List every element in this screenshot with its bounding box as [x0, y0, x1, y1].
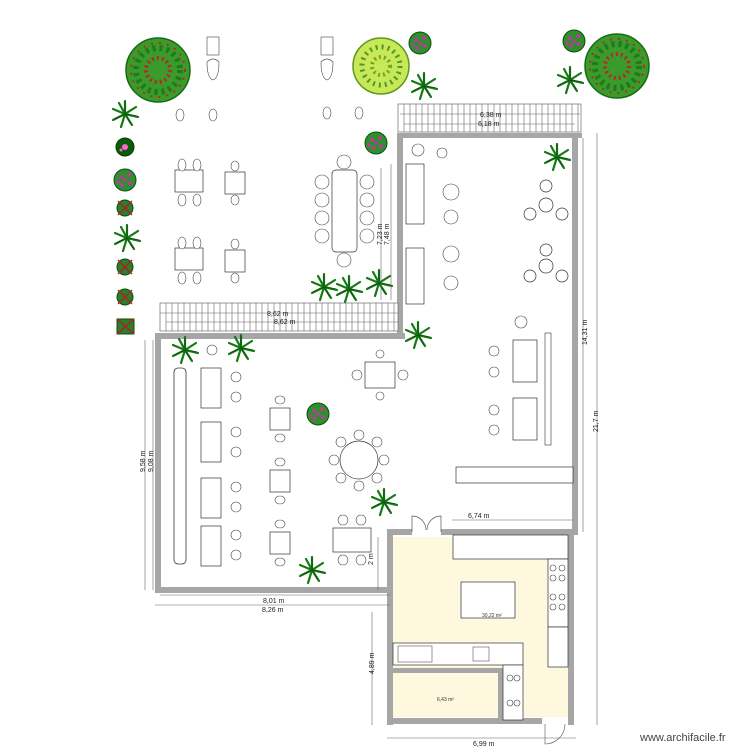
dim-room-h2: 7,48 m — [384, 223, 391, 245]
dim-counter-len: 6,74 m — [468, 513, 490, 520]
area-storage: 6,43 m² — [437, 697, 454, 703]
walls — [155, 133, 582, 725]
dim-left-inner: 9,08 m — [148, 450, 155, 472]
area-kitchen: 30,22 m² — [482, 613, 502, 619]
dim-step-inner: 8,62 m — [274, 319, 296, 326]
kitchen-equipment — [392, 534, 569, 745]
dim-bottom-outer: 8,26 m — [262, 607, 284, 614]
dim-right-inner: 14,31 m — [582, 320, 589, 345]
terrace-top — [397, 103, 582, 133]
dim-kitchen-h: 4,89 m — [369, 652, 376, 674]
upper-room-furniture — [404, 142, 574, 484]
outdoor-furniture — [174, 36, 375, 285]
watermark: www.archifacile.fr — [639, 732, 726, 744]
dead-plant-icon — [116, 318, 135, 335]
dim-kitchen-w: 6,99 m — [473, 741, 495, 748]
dimension-lines — [144, 113, 598, 739]
dim-terrace-inner: 6,18 m — [478, 121, 500, 128]
dim-right-outer: 21,7 m — [593, 410, 600, 432]
kitchen-floor — [393, 537, 573, 717]
dim-door-gap: 2 m — [368, 553, 375, 565]
outdoor-plants — [111, 29, 649, 335]
dim-left-outer: 9,58 m — [140, 450, 147, 472]
main-hall-furniture — [171, 333, 442, 585]
terrace-left — [159, 302, 399, 332]
dim-step-outer: 8,62 m — [267, 311, 289, 318]
dim-room-h1: 7,23 m — [377, 223, 384, 245]
dim-terrace-outer: 6,38 m — [480, 112, 502, 119]
dimension-labels: 6,38 m 6,18 m 7,23 m 7,48 m 8,62 m 8,62 … — [140, 112, 600, 748]
dim-bottom-inner: 8,01 m — [263, 598, 285, 605]
